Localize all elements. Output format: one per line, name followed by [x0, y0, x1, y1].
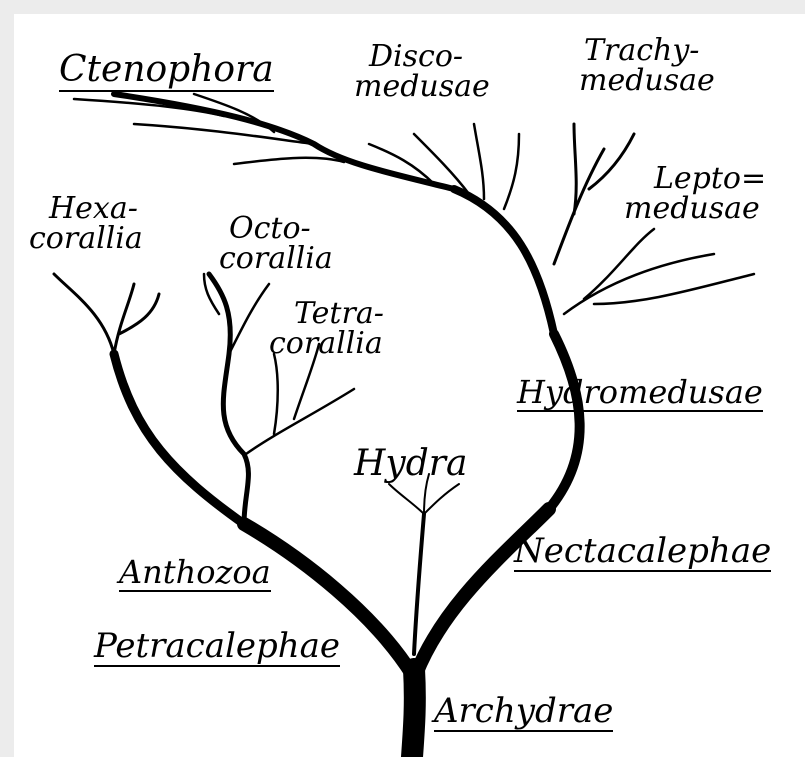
label-archydrae: Archydrae: [434, 694, 613, 732]
label-leptomedusae-line1: Lepto=: [624, 164, 766, 194]
ctenophora-branch: [114, 94, 454, 189]
label-hydra: Hydra: [354, 446, 467, 482]
label-tetracorallia: Tetra- corallia: [269, 299, 384, 359]
label-octocorallia-line1: Octo-: [219, 214, 333, 244]
label-trachymedusae: Trachy- medusae: [579, 36, 715, 96]
medusae-upper-branch: [454, 189, 554, 334]
label-hexacorallia: Hexa- corallia: [29, 194, 143, 254]
label-tetracorallia-line1: Tetra-: [269, 299, 384, 329]
phylogenetic-tree-figure: Ctenophora Disco- medusae Trachy- medusa…: [14, 14, 805, 757]
label-ctenophora: Ctenophora: [59, 52, 274, 92]
trunk: [412, 669, 415, 757]
trachymedusae-twigs: [554, 124, 634, 264]
label-trachymedusae-line1: Trachy-: [579, 36, 715, 66]
octocorallia-twigs: [204, 274, 269, 354]
label-discomedusae: Disco- medusae: [354, 42, 490, 102]
label-octocorallia: Octo- corallia: [219, 214, 333, 274]
label-discomedusae-line2: medusae: [354, 72, 490, 102]
label-trachymedusae-line2: medusae: [579, 66, 715, 96]
discomedusae-twigs: [369, 124, 519, 209]
hexacorallia-twigs: [54, 274, 159, 354]
label-tetracorallia-line2: corallia: [269, 329, 384, 359]
label-hexacorallia-line1: Hexa-: [29, 194, 143, 224]
hydra-stalk: [414, 514, 424, 654]
label-leptomedusae: Lepto= medusae: [624, 164, 766, 224]
ctenophora-twigs: [74, 94, 344, 164]
hydromedusae-branch: [549, 334, 580, 509]
label-leptomedusae-line2: medusae: [624, 194, 766, 224]
label-anthozoa: Anthozoa: [119, 556, 271, 592]
octocorallia-branch: [209, 274, 248, 524]
label-discomedusae-line1: Disco-: [354, 42, 490, 72]
label-nectacalephae: Nectacalephae: [514, 534, 771, 572]
label-octocorallia-line2: corallia: [219, 244, 333, 274]
label-petracalephae: Petracalephae: [94, 629, 340, 667]
leptomedusae-twigs: [564, 229, 754, 314]
label-hydromedusae: Hydromedusae: [517, 376, 763, 412]
label-hexacorallia-line2: corallia: [29, 224, 143, 254]
